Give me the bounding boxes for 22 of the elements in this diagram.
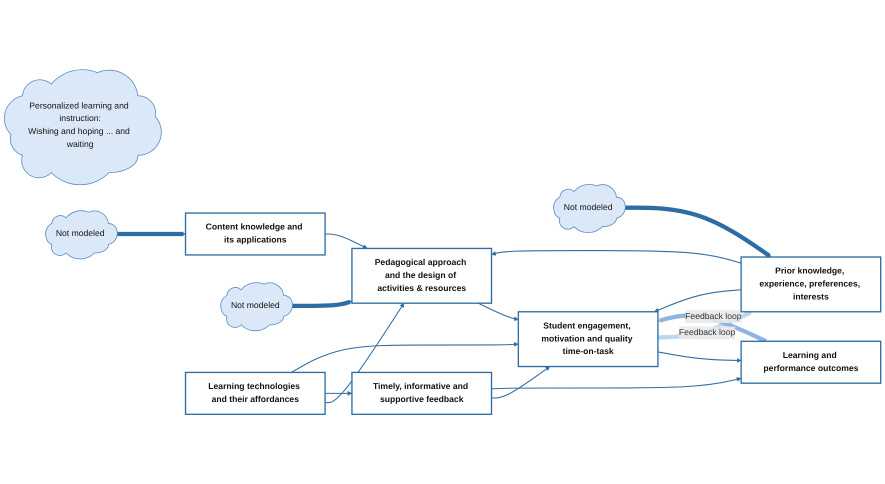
arrow bbox=[116, 232, 186, 236]
arrow bbox=[291, 300, 352, 308]
arrow bbox=[658, 351, 742, 363]
arrow bbox=[491, 250, 742, 264]
arrow bbox=[491, 366, 550, 399]
node-box: Student engagement, motivation and quality time-on-task bbox=[518, 311, 659, 368]
node-box: Learning technologies and their affordances bbox=[184, 372, 326, 415]
node-box: Pedagogical approach and the design of activities & resources bbox=[351, 248, 492, 304]
arrow bbox=[325, 302, 404, 404]
arrow bbox=[654, 289, 742, 312]
node-box: Timely, informative and supportive feedback bbox=[351, 372, 492, 415]
arrow bbox=[291, 342, 519, 373]
node-box: Content knowledge and its applications bbox=[184, 212, 326, 256]
edge-label: Feedback loop bbox=[685, 312, 742, 321]
arrow bbox=[491, 377, 742, 390]
arrow bbox=[325, 233, 368, 249]
arrow bbox=[478, 302, 519, 321]
arrow bbox=[624, 206, 772, 258]
node-box: Prior knowledge, experience, preferences, interests bbox=[740, 256, 882, 312]
edge-label: Feedback loop bbox=[678, 328, 736, 338]
arrow bbox=[325, 391, 352, 396]
node-box: Learning and performance outcomes bbox=[740, 340, 882, 384]
